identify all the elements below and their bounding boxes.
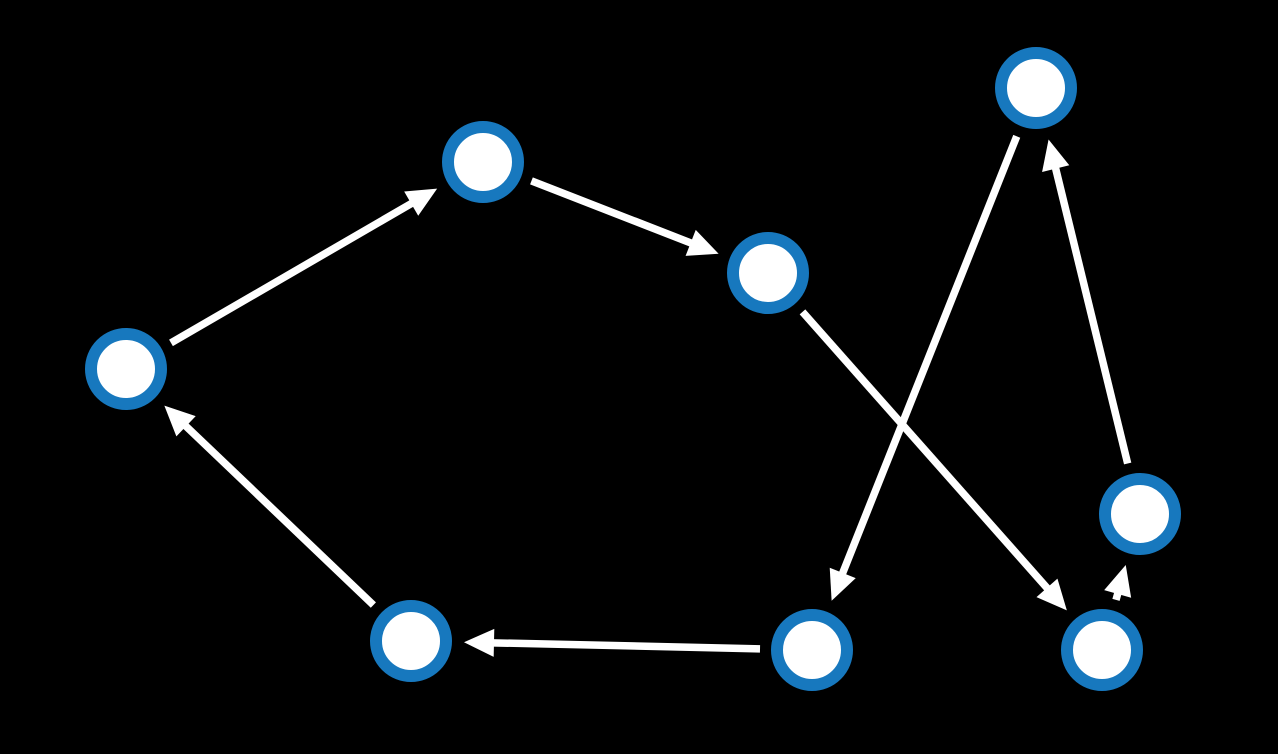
node-top-right — [995, 47, 1077, 129]
arrowhead — [685, 229, 719, 256]
edge-left-upper-middle — [169, 188, 438, 347]
node-bottom-right — [1061, 609, 1143, 691]
node-upper-middle — [442, 121, 524, 203]
edge-shaft — [838, 134, 1021, 577]
edge-bottom-middle-bottom-left — [463, 628, 761, 657]
arrowhead — [1042, 139, 1070, 172]
arrowhead — [1104, 565, 1132, 598]
edge-shaft — [182, 422, 376, 608]
edge-shaft — [169, 199, 415, 347]
edge-bottom-left-left — [164, 405, 376, 608]
edge-shaft — [1051, 165, 1132, 465]
edge-top-right-bottom-middle — [829, 134, 1021, 601]
arrowhead — [404, 188, 438, 216]
arrowhead — [164, 405, 196, 437]
edge-upper-middle-middle — [530, 177, 719, 256]
arrowhead — [1036, 578, 1067, 611]
edge-shaft — [491, 639, 761, 653]
arrowhead — [829, 567, 856, 601]
edge-shaft — [530, 177, 694, 248]
node-bottom-middle — [771, 609, 853, 691]
edge-right-top-right — [1042, 139, 1132, 465]
node-left — [85, 328, 167, 410]
arrowhead — [463, 628, 495, 657]
node-bottom-left — [370, 600, 452, 682]
edge-bottom-right-right — [1104, 565, 1132, 601]
node-middle — [727, 232, 809, 314]
edge-shaft — [799, 309, 1052, 592]
edge-middle-bottom-right — [799, 309, 1067, 611]
node-right — [1099, 473, 1181, 555]
